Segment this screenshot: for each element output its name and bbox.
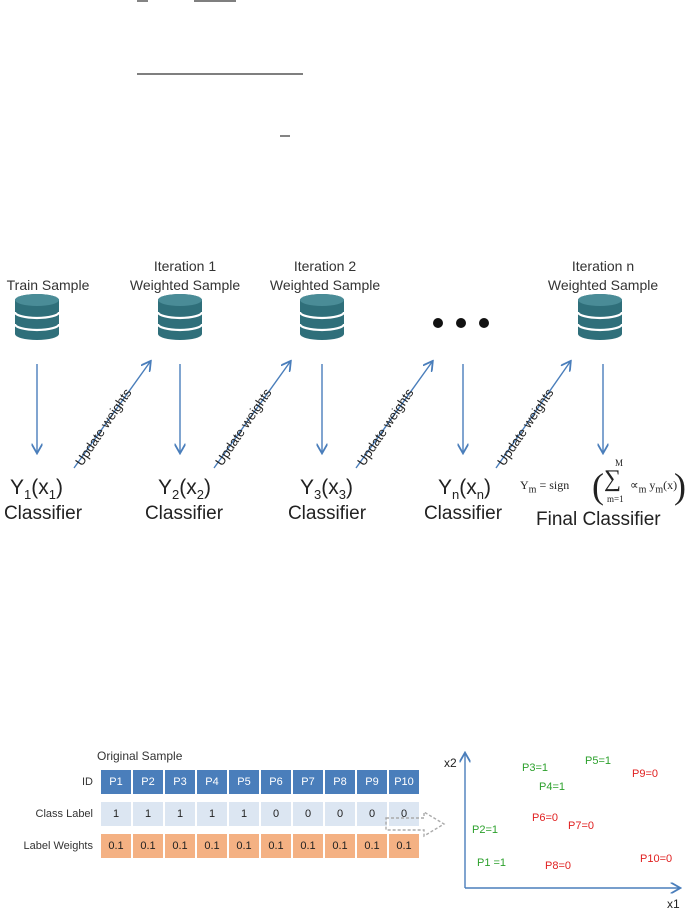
classifier-label-3: Classifier (287, 503, 367, 524)
id-cell: P2 (133, 770, 163, 794)
weight-cell: 0.1 (133, 834, 163, 858)
diagonal-arrow (355, 362, 432, 469)
point-label: P5=1 (585, 755, 611, 767)
label-cell: 1 (101, 802, 131, 826)
diagonal-arrow (495, 362, 570, 469)
final-formula: Ym = sign ( M ∑ m=1 ∝m ym(x) ) (520, 458, 685, 506)
weight-cell: 0.1 (101, 834, 131, 858)
label-weights-row: Label Weights 0.1 0.1 0.1 0.1 0.1 0.1 0.… (2, 834, 419, 858)
row-header-label-weights: Label Weights (23, 840, 93, 852)
final-classifier-label: Final Classifier (536, 509, 661, 530)
point-label: P3=1 (522, 762, 548, 774)
label-cell: 0 (261, 802, 291, 826)
classifier-fn-3: Y3(x3) (300, 476, 353, 503)
point-label: P6=0 (532, 812, 558, 824)
classifier-fn-4: Yn(xn) (438, 476, 491, 503)
id-row: ID P1 P2 P3 P4 P5 P6 P7 P8 P9 P10 (2, 770, 419, 794)
y-axis-label: x2 (444, 756, 457, 770)
stage-title-2: Iteration 1 (153, 258, 217, 274)
label-cell: 0 (357, 802, 387, 826)
label-cell: 0 (389, 802, 419, 826)
label-cell: 1 (197, 802, 227, 826)
weight-cell: 0.1 (357, 834, 387, 858)
stage-subtitle-3: Weighted Sample (269, 277, 381, 293)
weight-cell: 0.1 (389, 834, 419, 858)
row-header-class-label: Class Label (35, 808, 93, 820)
weight-cell: 0.1 (229, 834, 259, 858)
id-cell: P7 (293, 770, 323, 794)
ellipsis-dot (433, 318, 443, 328)
point-label: P2=1 (472, 824, 498, 836)
weight-cell: 0.1 (261, 834, 291, 858)
point-label: P8=0 (545, 860, 571, 872)
point-label: P9=0 (632, 768, 658, 780)
id-cell: P1 (101, 770, 131, 794)
label-cell: 1 (133, 802, 163, 826)
id-cell: P6 (261, 770, 291, 794)
id-cell: P10 (389, 770, 419, 794)
classifier-fn-2: Y2(x2) (158, 476, 211, 503)
database-icon-iter2 (298, 292, 346, 342)
weight-cell: 0.1 (293, 834, 323, 858)
label-cell: 0 (293, 802, 323, 826)
diagonal-arrow (213, 362, 290, 469)
id-cell: P8 (325, 770, 355, 794)
id-cell: P5 (229, 770, 259, 794)
diagonal-arrow (73, 362, 150, 469)
stage-subtitle-2: Weighted Sample (129, 277, 241, 293)
point-label: P1 =1 (477, 857, 507, 869)
sample-table-title: Original Sample (97, 749, 183, 763)
sample-table: ID P1 P2 P3 P4 P5 P6 P7 P8 P9 P10 Class … (0, 770, 421, 858)
pipeline-graphics (13, 292, 624, 469)
id-cell: P3 (165, 770, 195, 794)
weight-cell: 0.1 (165, 834, 195, 858)
label-cell: 1 (165, 802, 195, 826)
top-formula-fragment (0, 0, 685, 150)
stage-title-3: Iteration 2 (293, 258, 357, 274)
classifier-label-4: Classifier (423, 503, 503, 524)
ellipsis-dot (479, 318, 489, 328)
weight-cell: 0.1 (325, 834, 355, 858)
point-label: P4=1 (539, 781, 565, 793)
weight-cell: 0.1 (197, 834, 227, 858)
label-cell: 1 (229, 802, 259, 826)
point-label: P10=0 (640, 853, 673, 865)
x-axis-label: x1 (667, 897, 680, 911)
point-label: P7=0 (568, 820, 594, 832)
database-icon-iter1 (156, 292, 204, 342)
stage-title-1: Train Sample (6, 277, 90, 293)
stage-subtitle-5: Weighted Sample (547, 277, 659, 293)
database-icon-itern (576, 292, 624, 342)
classifier-fn-1: Y1(x1) (10, 476, 63, 503)
row-header-id: ID (82, 776, 93, 788)
scatter-axes (455, 748, 685, 908)
database-icon-train (13, 292, 61, 342)
label-cell: 0 (325, 802, 355, 826)
id-cell: P9 (357, 770, 387, 794)
id-cell: P4 (197, 770, 227, 794)
class-label-row: Class Label 1 1 1 1 1 0 0 0 0 0 (2, 802, 419, 826)
classifier-label-1: Classifier (3, 503, 83, 524)
stage-title-5: Iteration n (571, 258, 635, 274)
ellipsis-dot (456, 318, 466, 328)
classifier-label-2: Classifier (144, 503, 224, 524)
hollow-arrow-icon (385, 810, 446, 838)
